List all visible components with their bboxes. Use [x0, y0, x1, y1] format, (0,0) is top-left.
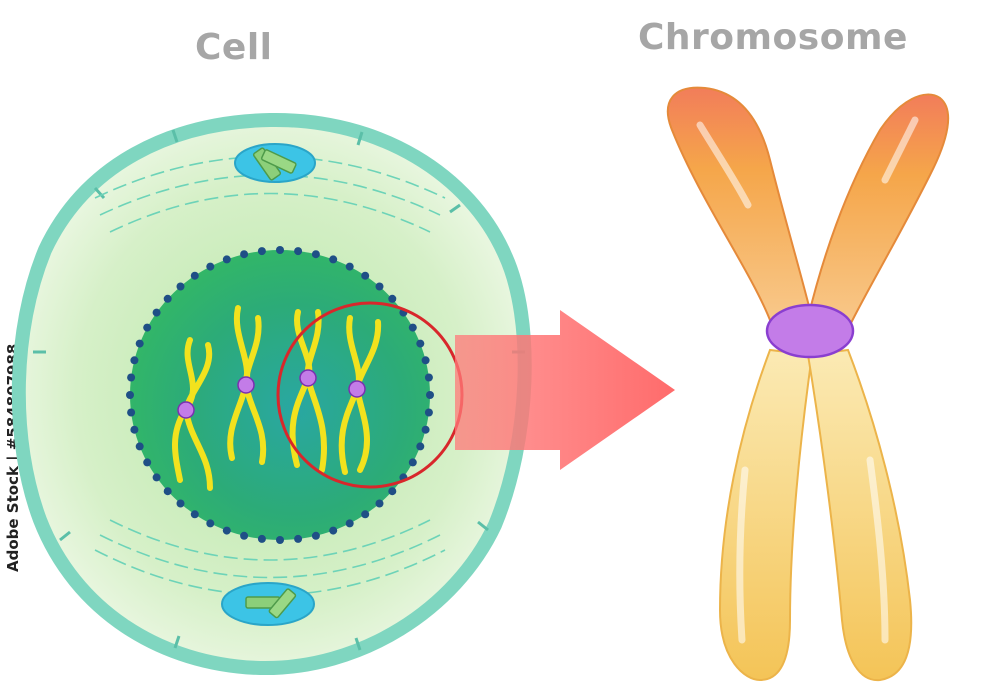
- nuclear-pore: [416, 442, 425, 451]
- nuclear-pore: [345, 519, 354, 528]
- nuclear-pore: [190, 271, 199, 280]
- nuclear-pore: [222, 526, 231, 535]
- nuclear-pore: [375, 499, 384, 508]
- nuclear-pore: [408, 458, 417, 467]
- nuclear-pore: [421, 425, 430, 434]
- nuclear-pores: [126, 246, 434, 544]
- nuclear-pore: [163, 487, 172, 496]
- cell: [11, 112, 532, 676]
- centrosome-bottom: [221, 582, 315, 626]
- nuclear-pore: [163, 294, 172, 303]
- nuclear-pore: [426, 391, 434, 399]
- nuclear-pore: [176, 282, 185, 291]
- zoom-arrow: [455, 310, 675, 470]
- nuclear-pore: [152, 473, 161, 482]
- centromeres: [177, 369, 366, 419]
- nuclear-pore: [126, 391, 134, 399]
- nuclear-pore: [408, 323, 417, 332]
- nuclear-pore: [388, 294, 397, 303]
- nuclear-pore: [135, 442, 144, 451]
- nuclear-pore: [345, 262, 354, 271]
- nuclear-pore: [294, 534, 303, 543]
- nuclear-pore: [416, 339, 425, 348]
- nuclear-pore: [294, 247, 303, 256]
- nuclear-pore: [311, 531, 320, 540]
- nuclear-pore: [257, 534, 266, 543]
- cell-title: Cell: [195, 27, 273, 68]
- nuclear-pore: [375, 282, 384, 291]
- nuclear-pore: [127, 408, 136, 417]
- nuclear-pore: [206, 519, 215, 528]
- nuclear-pore: [127, 373, 136, 382]
- nuclear-pore: [361, 271, 370, 280]
- nuclear-pore: [135, 339, 144, 348]
- nuclear-pore: [329, 526, 338, 535]
- chromosome-title: Chromosome: [638, 17, 908, 58]
- nuclear-pore: [421, 356, 430, 365]
- nuclear-pore: [311, 250, 320, 259]
- chromosome-sheen: [696, 116, 919, 644]
- nuclear-pore: [190, 510, 199, 519]
- chromosome-centromere: [765, 303, 855, 359]
- nuclear-pore: [130, 425, 139, 434]
- nuclear-pore: [222, 255, 231, 264]
- nuclear-pore: [361, 510, 370, 519]
- nuclear-pore: [329, 255, 338, 264]
- nuclear-pore: [424, 408, 433, 417]
- centrosome-top: [234, 143, 316, 183]
- nuclear-pore: [388, 487, 397, 496]
- membrane-ticks: [33, 129, 525, 651]
- nuclear-pore: [176, 499, 185, 508]
- nuclear-pore: [240, 250, 249, 259]
- nuclear-pore: [257, 247, 266, 256]
- nuclear-pore: [143, 458, 152, 467]
- nuclear-pore: [276, 246, 284, 254]
- nuclear-pore: [206, 262, 215, 271]
- nuclear-pore: [276, 536, 284, 544]
- nuclear-pore: [240, 531, 249, 540]
- nuclear-pore: [424, 373, 433, 382]
- nuclear-pore: [152, 308, 161, 317]
- nuclear-pore: [143, 323, 152, 332]
- chromosome-large: [666, 86, 950, 682]
- nuclear-pore: [130, 356, 139, 365]
